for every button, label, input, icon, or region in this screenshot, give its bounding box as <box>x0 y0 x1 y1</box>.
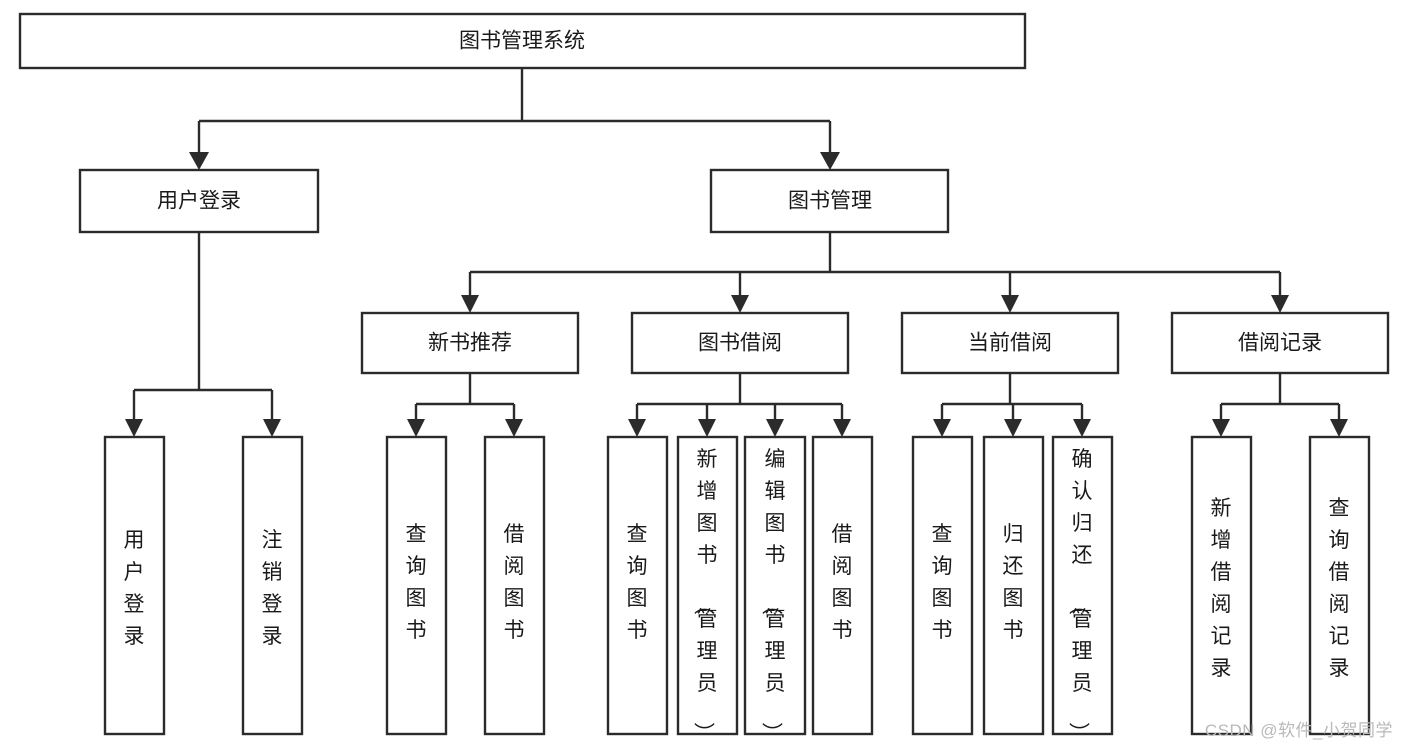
node-borrow-book-2-box[interactable] <box>811 435 874 736</box>
connector-layer <box>125 68 1348 437</box>
node-query-borrow-record-box[interactable] <box>1308 435 1371 736</box>
node-query-book-2-box[interactable] <box>606 435 669 736</box>
node-new-book-recommend-box[interactable] <box>360 311 580 375</box>
node-current-borrow-box[interactable] <box>900 311 1120 375</box>
node-add-book-admin-box[interactable] <box>676 435 739 736</box>
arrow-head-query-book-1 <box>407 419 425 437</box>
node-root-box[interactable] <box>18 12 1027 70</box>
node-user-logout-box[interactable] <box>241 435 304 736</box>
node-user-logout[interactable]: 注销登录 <box>241 435 304 736</box>
arrow-head-user-login <box>189 152 209 170</box>
node-confirm-return-admin-label: 确认归还（管理员） <box>1067 448 1093 743</box>
node-confirm-return-admin-box[interactable] <box>1051 435 1114 736</box>
node-user-login-do-label: 用户登录 <box>124 529 145 648</box>
node-add-borrow-record-box[interactable] <box>1190 435 1253 736</box>
node-query-book-3-label: 查询图书 <box>932 523 953 642</box>
arrow-head-borrow-record <box>1271 295 1289 313</box>
arrow-head-add-book-admin <box>698 419 716 437</box>
node-return-book-label: 归还图书 <box>1003 523 1024 642</box>
node-borrow-book-1-label: 借阅图书 <box>504 523 525 642</box>
node-user-login-do-box[interactable] <box>103 435 166 736</box>
node-user-login-label: 用户登录 <box>157 190 241 213</box>
node-user-login-box[interactable] <box>78 168 320 234</box>
node-book-borrow-box[interactable] <box>630 311 850 375</box>
node-current-borrow[interactable]: 当前借阅 <box>900 311 1120 375</box>
arrow-head-current-borrow <box>1001 295 1019 313</box>
arrow-head-query-borrow-record <box>1330 419 1348 437</box>
node-edit-book-admin-label: 编辑图书（管理员） <box>760 448 786 743</box>
node-borrow-book-1-box[interactable] <box>483 435 546 736</box>
arrow-head-query-book-3 <box>933 419 951 437</box>
arrow-head-user-logout <box>263 419 281 437</box>
arrow-head-book-borrow <box>731 295 749 313</box>
node-book-management-box[interactable] <box>709 168 950 234</box>
node-add-borrow-record[interactable]: 新增借阅记录 <box>1190 435 1253 736</box>
node-query-book-2[interactable]: 查询图书 <box>606 435 669 736</box>
arrow-head-borrow-book-1 <box>505 419 523 437</box>
node-user-login[interactable]: 用户登录 <box>78 168 320 234</box>
arrow-head-confirm-return-admin <box>1073 419 1091 437</box>
node-add-book-admin-label: 新增图书（管理员） <box>692 448 718 743</box>
node-query-book-3-box[interactable] <box>911 435 974 736</box>
node-add-book-admin[interactable]: 新增图书（管理员） <box>676 435 739 743</box>
arrow-head-borrow-book-2 <box>833 419 851 437</box>
node-query-borrow-record[interactable]: 查询借阅记录 <box>1308 435 1371 736</box>
node-user-login-do[interactable]: 用户登录 <box>103 435 166 736</box>
arrow-head-new-book-recommend <box>461 295 479 313</box>
node-confirm-return-admin[interactable]: 确认归还（管理员） <box>1051 435 1114 743</box>
node-return-book-box[interactable] <box>982 435 1045 736</box>
node-root-label: 图书管理系统 <box>459 30 585 53</box>
node-query-book-1-box[interactable] <box>385 435 448 736</box>
node-query-book-1[interactable]: 查询图书 <box>385 435 448 736</box>
arrow-head-book-management <box>820 152 840 170</box>
node-book-management[interactable]: 图书管理 <box>709 168 950 234</box>
arrow-head-add-borrow-record <box>1212 419 1230 437</box>
node-current-borrow-label: 当前借阅 <box>968 332 1052 355</box>
node-borrow-record-label: 借阅记录 <box>1238 332 1322 355</box>
node-borrow-record[interactable]: 借阅记录 <box>1170 311 1390 375</box>
node-query-book-2-label: 查询图书 <box>627 523 648 642</box>
node-query-book-3[interactable]: 查询图书 <box>911 435 974 736</box>
node-borrow-book-1[interactable]: 借阅图书 <box>483 435 546 736</box>
node-return-book[interactable]: 归还图书 <box>982 435 1045 736</box>
arrow-head-return-book <box>1004 419 1022 437</box>
node-query-book-1-label: 查询图书 <box>406 523 427 642</box>
node-edit-book-admin-box[interactable] <box>743 435 807 736</box>
node-book-borrow[interactable]: 图书借阅 <box>630 311 850 375</box>
node-user-logout-label: 注销登录 <box>262 529 283 648</box>
node-new-book-recommend-label: 新书推荐 <box>428 332 512 355</box>
node-root[interactable]: 图书管理系统 <box>18 12 1027 70</box>
node-book-borrow-label: 图书借阅 <box>698 332 782 355</box>
arrow-head-user-login-do <box>125 419 143 437</box>
arrow-head-query-book-2 <box>628 419 646 437</box>
node-edit-book-admin[interactable]: 编辑图书（管理员） <box>743 435 807 743</box>
arrow-head-edit-book-admin <box>766 419 784 437</box>
node-new-book-recommend[interactable]: 新书推荐 <box>360 311 580 375</box>
node-borrow-book-2[interactable]: 借阅图书 <box>811 435 874 736</box>
node-book-management-label: 图书管理 <box>788 190 872 213</box>
node-borrow-record-box[interactable] <box>1170 311 1390 375</box>
node-query-borrow-record-label: 查询借阅记录 <box>1329 497 1350 680</box>
node-borrow-book-2-label: 借阅图书 <box>832 523 853 642</box>
node-add-borrow-record-label: 新增借阅记录 <box>1211 497 1232 680</box>
